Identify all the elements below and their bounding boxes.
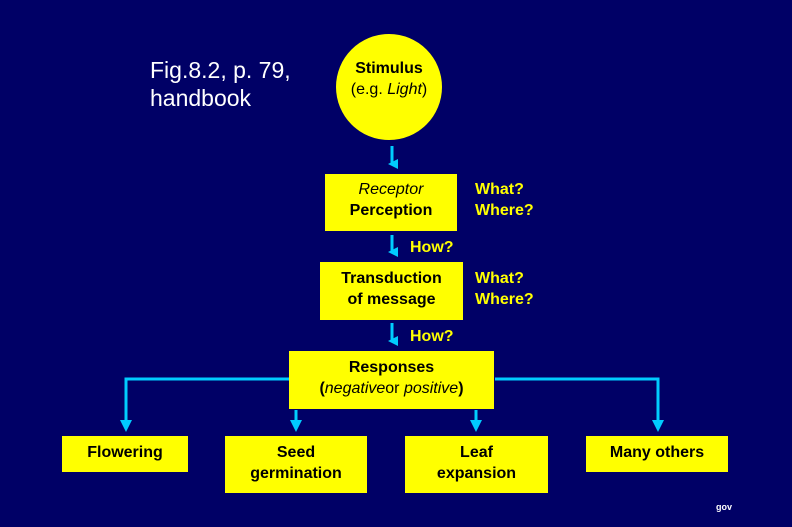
message-label: of message — [347, 291, 436, 308]
responses-label: Responses — [348, 359, 435, 376]
responses-node: Responses (negativeor positive) — [289, 351, 494, 409]
receptor-where: Where? — [475, 202, 534, 219]
footer-initials: gov — [716, 502, 733, 512]
responses-open-paren: ( — [319, 380, 325, 397]
responses-negative: negative — [324, 380, 386, 397]
receptor-what: What? — [475, 181, 524, 198]
seed-label: Seed — [276, 444, 316, 461]
receptor-node: Receptor Perception — [325, 174, 457, 231]
branch-left — [124, 377, 290, 421]
flowering-label: Flowering — [87, 444, 163, 461]
perception-label: Perception — [349, 202, 433, 219]
caption-line-1: Fig.8.2, p. 79, — [150, 57, 291, 83]
transduction-node: Transduction of message — [320, 262, 463, 320]
stimulus-example-suffix: ) — [421, 81, 428, 98]
many-others-node: Many others — [586, 436, 728, 472]
how-label-2: How? — [410, 328, 454, 345]
leaf-label: Leaf — [460, 444, 493, 461]
responses-or: or — [385, 380, 404, 397]
germination-label: germination — [250, 465, 342, 482]
figure-caption: Fig.8.2, p. 79, handbook — [150, 56, 291, 112]
transduction-where: Where? — [475, 291, 534, 308]
arrowhead-leaf — [470, 420, 482, 432]
stimulus-example-light: Light — [387, 81, 422, 98]
transduction-questions: What? Where? — [475, 268, 534, 310]
branch-right — [495, 377, 660, 421]
receptor-label: Receptor — [358, 181, 424, 198]
stimulus-example-prefix: (e.g. — [350, 81, 388, 98]
expansion-label: expansion — [436, 465, 517, 482]
stimulus-node: Stimulus (e.g. Light) — [336, 34, 442, 140]
arrowhead-flowering — [120, 420, 132, 432]
many-others-label: Many others — [609, 444, 705, 461]
stimulus-label: Stimulus — [355, 60, 423, 77]
receptor-questions: What? Where? — [475, 179, 534, 221]
flowering-node: Flowering — [62, 436, 188, 472]
responses-positive: positive — [403, 380, 459, 397]
how-label-1: How? — [410, 239, 454, 256]
responses-close-paren: ) — [458, 380, 464, 397]
responses-polarity: (negativeor positive) — [289, 378, 494, 399]
stimulus-example: (e.g. Light) — [336, 81, 442, 99]
arrowhead-others — [652, 420, 664, 432]
transduction-what: What? — [475, 270, 524, 287]
leaf-expansion-node: Leaf expansion — [405, 436, 548, 493]
caption-line-2: handbook — [150, 85, 252, 111]
transduction-label: Transduction — [341, 270, 442, 287]
arrowhead-seed — [290, 420, 302, 432]
seed-germination-node: Seed germination — [225, 436, 367, 493]
